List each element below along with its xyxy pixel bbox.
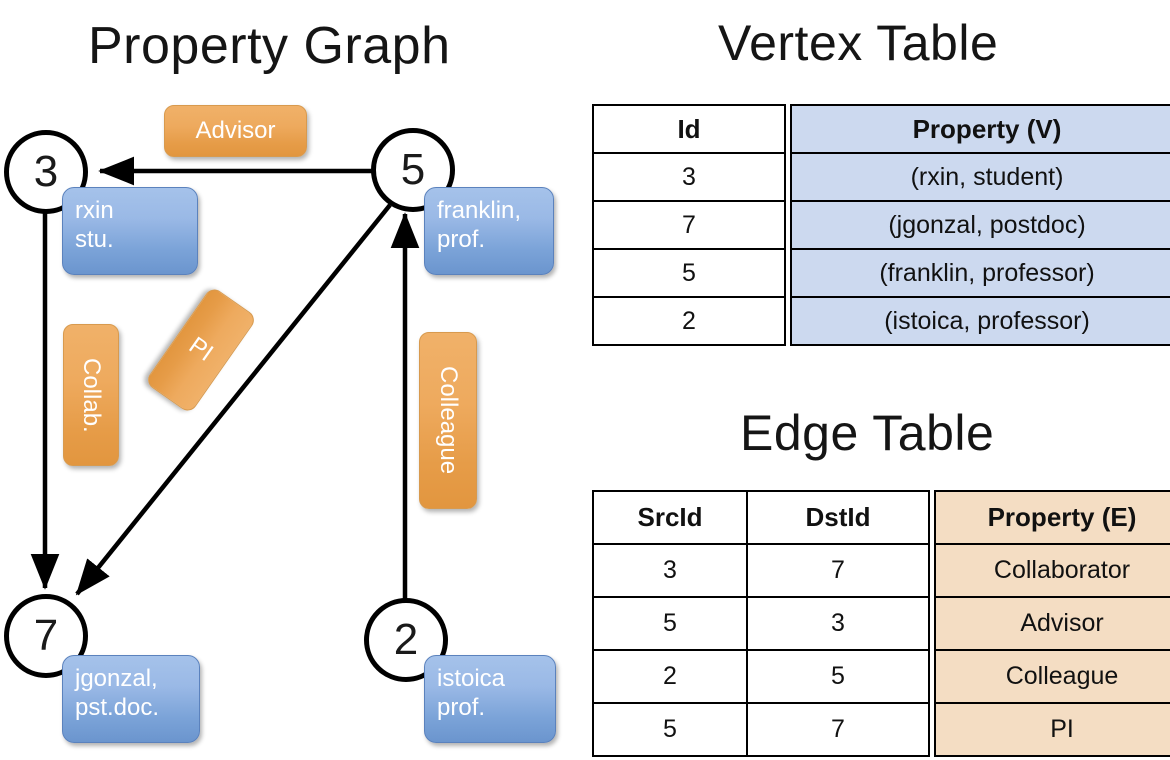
graph-node-2[interactable]: 2 [364,598,448,682]
edge-label-advisor-text: Advisor [195,117,276,144]
edge-label-colleague[interactable]: Colleague [419,332,477,509]
node-property-jgonzal-line1: jgonzal, [75,665,158,692]
node-property-istoica-line1: istoica [437,665,506,692]
edge-arrow-5-to-7 [75,203,392,596]
node-property-box-jgonzal[interactable]: jgonzal, pst.doc. [62,655,200,743]
edge-row-2-property: Colleague [934,649,1170,704]
vertex-row-3-id: 2 [592,296,786,346]
edge-row-3-dst: 7 [746,702,930,757]
vertex-row-1-id: 7 [592,200,786,250]
edge-table-header-srcid: SrcId [592,490,748,545]
property-graph-diagram: 3 5 7 2 rxin stu. franklin, prof. jgonza… [0,0,580,760]
edge-row-0-src: 3 [592,543,748,598]
page-title-edge-table: Edge Table [740,405,995,461]
node-property-jgonzal-line2: pst.doc. [75,694,160,722]
edge-table: SrcId DstId Property (E) 3 7 Collaborato… [592,490,1170,757]
graph-node-5-label: 5 [400,145,426,194]
edge-row-2-src: 2 [592,649,748,704]
edge-table-header-dstid: DstId [746,490,930,545]
edge-table-column-gap [929,491,935,544]
node-property-istoica-line2: prof. [437,694,486,722]
table-row: 3 (rxin, student) [592,152,1170,202]
edge-row-3-property: PI [934,702,1170,757]
table-row: 2 5 Colleague [592,649,1170,704]
vertex-row-2-property: (franklin, professor) [790,248,1170,298]
edge-row-3-src: 5 [592,702,748,757]
table-row: 7 (jgonzal, postdoc) [592,200,1170,250]
vertex-row-2-gap [785,249,791,297]
edge-label-collab-text: Collab. [78,357,105,433]
vertex-row-0-gap [785,153,791,201]
edge-label-advisor[interactable]: Advisor [164,105,307,157]
node-property-franklin-line1: franklin, [437,197,522,224]
vertex-row-1-property: (jgonzal, postdoc) [790,200,1170,250]
vertex-row-3-gap [785,297,791,345]
edge-row-1-property: Advisor [934,596,1170,651]
table-row: 5 3 Advisor [592,596,1170,651]
graph-node-7-label: 7 [33,611,59,660]
vertex-table-header-property: Property (V) [790,104,1170,154]
edge-row-0-gap [929,544,935,597]
edge-table-header-row: SrcId DstId Property (E) [592,490,1170,545]
graph-edge-arrows [30,156,420,600]
graph-node-3-label: 3 [33,147,59,196]
table-row: 2 (istoica, professor) [592,296,1170,346]
edge-row-3-gap [929,703,935,756]
vertex-row-0-id: 3 [592,152,786,202]
edge-row-0-property: Collaborator [934,543,1170,598]
node-property-franklin-line2: prof. [437,226,486,254]
table-row: 5 (franklin, professor) [592,248,1170,298]
edge-label-colleague-text: Colleague [435,366,462,475]
node-property-rxin-line2: stu. [75,226,114,254]
edge-label-pi-text: PI [184,332,219,368]
vertex-row-3-property: (istoica, professor) [790,296,1170,346]
vertex-row-2-id: 5 [592,248,786,298]
vertex-table: Id Property (V) 3 (rxin, student) 7 (jgo… [592,104,1170,346]
edge-row-2-gap [929,650,935,703]
vertex-row-1-gap [785,201,791,249]
edge-row-0-dst: 7 [746,543,930,598]
node-property-box-franklin[interactable]: franklin, prof. [424,187,554,275]
page-title-property-graph: Property Graph [88,17,451,75]
vertex-row-0-property: (rxin, student) [790,152,1170,202]
edge-row-1-dst: 3 [746,596,930,651]
node-property-box-istoica[interactable]: istoica prof. [424,655,556,743]
edge-label-collab[interactable]: Collab. [63,324,119,466]
page-title-vertex-table: Vertex Table [718,15,999,71]
node-property-box-rxin[interactable]: rxin stu. [62,187,198,275]
edge-row-1-gap [929,597,935,650]
graph-node-5[interactable]: 5 [371,128,455,212]
edge-row-1-src: 5 [592,596,748,651]
edge-table-header-property: Property (E) [934,490,1170,545]
table-row: 3 7 Collaborator [592,543,1170,598]
node-property-rxin-line1: rxin [75,197,114,224]
edge-row-2-dst: 5 [746,649,930,704]
vertex-table-header-row: Id Property (V) [592,104,1170,154]
graph-node-2-label: 2 [393,615,419,664]
table-row: 5 7 PI [592,702,1170,757]
vertex-table-header-id: Id [592,104,786,154]
vertex-table-column-gap [785,105,791,153]
